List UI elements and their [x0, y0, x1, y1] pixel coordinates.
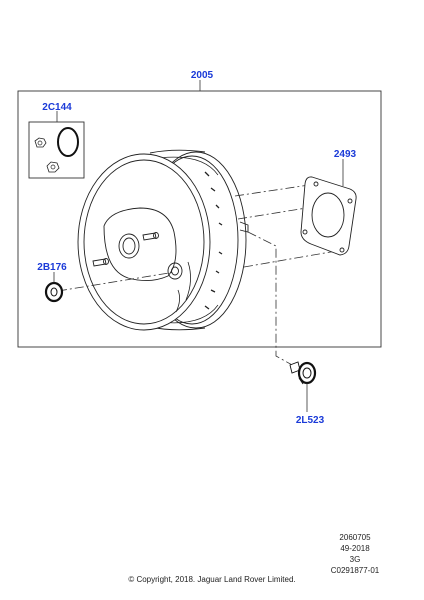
callout-check-valve: 2L523: [296, 415, 325, 426]
seal-kit-frame: [28, 121, 85, 179]
copyright-notice: © Copyright, 2018. Jaguar Land Rover Lim…: [128, 575, 296, 584]
drawing-number: 2060705: [339, 533, 371, 542]
drawing-meta-block: 2060705 49-2018 3G C0291877-01: [320, 532, 390, 576]
gasket-icon: [300, 176, 357, 256]
seal-kit-group: [28, 111, 85, 179]
brake-booster-icon: [77, 149, 249, 331]
callout-assembly: 2005: [191, 70, 214, 81]
assembly-frame: [17, 90, 382, 348]
callout-gasket: 2493: [334, 149, 357, 160]
check-valve-icon: [289, 361, 317, 385]
sheet-code: 3G: [349, 555, 361, 564]
image-code: C0291877-01: [330, 566, 380, 575]
nut-icon: [34, 137, 47, 148]
o-ring-icon: [57, 127, 79, 157]
nut-icon: [46, 161, 60, 173]
grommet-icon: [44, 281, 64, 303]
callout-grommet: 2B176: [37, 262, 67, 273]
callout-seal-kit: 2C144: [42, 102, 72, 113]
date-code: 49-2018: [340, 544, 370, 553]
assembly-lines: [57, 183, 351, 367]
